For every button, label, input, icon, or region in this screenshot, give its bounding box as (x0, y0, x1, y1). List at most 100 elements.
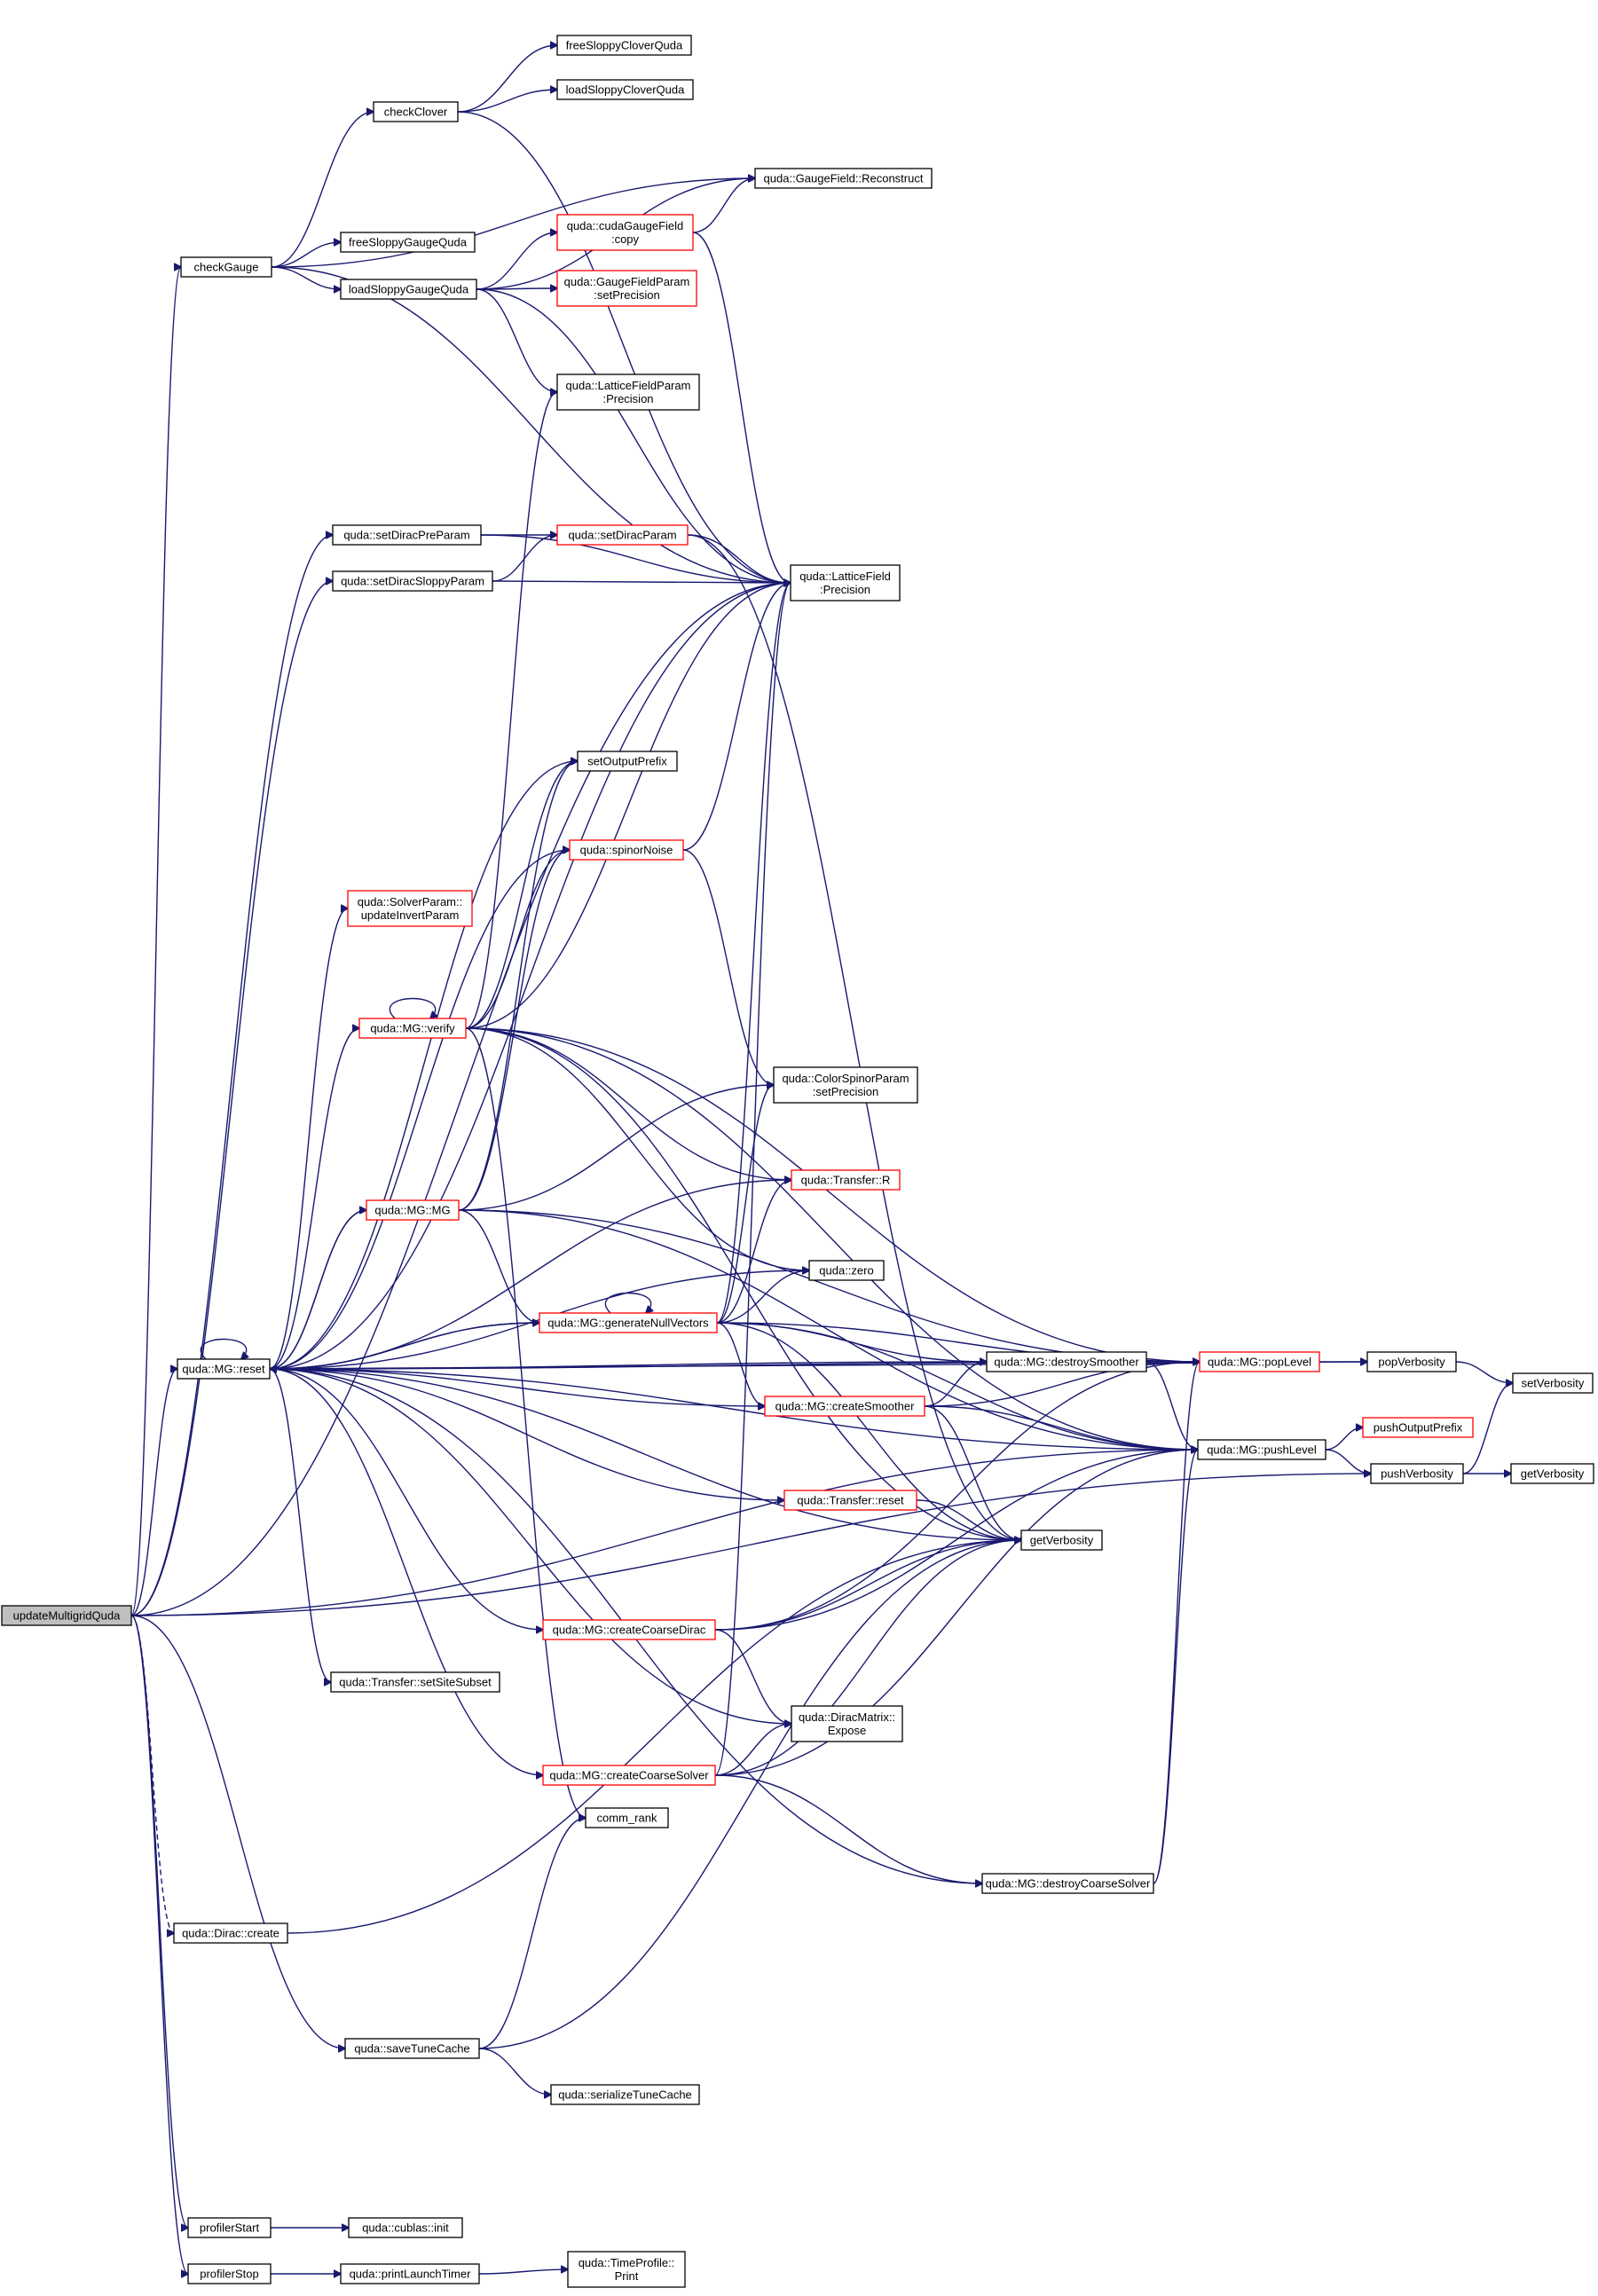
node-box[interactable] (808, 1260, 885, 1281)
node-profilerStart[interactable]: profilerStart (187, 2217, 272, 2238)
node-setDiracPreParam[interactable]: quda::setDiracPreParam (332, 524, 482, 546)
node-pushVerbosity[interactable]: pushVerbosity (1370, 1463, 1464, 1484)
node-box[interactable] (539, 1312, 718, 1333)
node-box[interactable] (1370, 1463, 1464, 1484)
node-box[interactable] (332, 570, 493, 592)
node-box[interactable] (773, 1066, 918, 1104)
node-box[interactable] (348, 2217, 463, 2238)
node-box[interactable] (556, 214, 694, 251)
node-loadSloppyCloverQuda[interactable]: loadSloppyCloverQuda (556, 79, 694, 100)
node-popVerbosity[interactable]: popVerbosity (1366, 1351, 1457, 1372)
node-commRank[interactable]: comm_rank (585, 1807, 669, 1828)
node-box[interactable] (790, 564, 901, 602)
node-MGMG[interactable]: quda::MG::MG (366, 1199, 460, 1221)
node-LatticeFieldParamPrecision[interactable]: quda::LatticeFieldParam:Precision (556, 373, 700, 411)
node-cublasInit[interactable]: quda::cublas::init (348, 2217, 463, 2238)
node-box[interactable] (550, 2084, 700, 2105)
node-generateNullVectors[interactable]: quda::MG::generateNullVectors (539, 1312, 718, 1333)
node-LatticeFieldPrecision[interactable]: quda::LatticeField:Precision (790, 564, 901, 602)
node-box[interactable] (340, 2263, 480, 2284)
node-GaugeFieldParamSetPrecision[interactable]: quda::GaugeFieldParam:setPrecision (556, 270, 697, 307)
node-box[interactable] (340, 232, 476, 253)
node-box[interactable] (177, 1358, 271, 1380)
node-box[interactable] (556, 373, 700, 411)
node-box[interactable] (791, 1705, 903, 1742)
node-saveTuneCache[interactable]: quda::saveTuneCache (344, 2038, 480, 2059)
node-getVerbosity2[interactable]: getVerbosity (1510, 1463, 1594, 1484)
node-printLaunchTimer[interactable]: quda::printLaunchTimer (340, 2263, 480, 2284)
node-box[interactable] (783, 1490, 917, 1511)
node-checkGauge[interactable]: checkGauge (180, 256, 272, 278)
node-DiracMatrixExpose[interactable]: quda::DiracMatrix::Expose (791, 1705, 903, 1742)
node-box[interactable] (567, 2251, 686, 2288)
node-box[interactable] (981, 1873, 1154, 1894)
node-MGreset[interactable]: quda::MG::reset (177, 1358, 271, 1380)
node-setDiracParam[interactable]: quda::setDiracParam (556, 524, 689, 546)
node-box[interactable] (556, 35, 692, 56)
node-box[interactable] (1366, 1351, 1457, 1372)
node-checkClover[interactable]: checkClover (373, 101, 459, 122)
node-box[interactable] (347, 890, 473, 927)
node-box[interactable] (986, 1351, 1147, 1372)
node-pushOutputPrefix[interactable]: pushOutputPrefix (1362, 1417, 1474, 1438)
node-box[interactable] (1, 1605, 132, 1626)
node-profilerStop[interactable]: profilerStop (187, 2263, 272, 2284)
node-box[interactable] (542, 1619, 716, 1640)
node-box[interactable] (173, 1923, 288, 1944)
node-getVerbosity[interactable]: getVerbosity (1020, 1529, 1103, 1551)
node-GaugeFieldReconstruct[interactable]: quda::GaugeField::Reconstruct (754, 168, 933, 189)
node-TransferReset[interactable]: quda::Transfer::reset (783, 1490, 917, 1511)
node-box[interactable] (791, 1169, 901, 1191)
node-DiracCreate[interactable]: quda::Dirac::create (173, 1923, 288, 1944)
node-box[interactable] (764, 1396, 925, 1417)
node-box[interactable] (754, 168, 933, 189)
node-box[interactable] (332, 524, 482, 546)
node-freeSloppyGaugeQuda[interactable]: freeSloppyGaugeQuda (340, 232, 476, 253)
node-box[interactable] (330, 1671, 500, 1693)
node-box[interactable] (556, 79, 694, 100)
node-loadSloppyGaugeQuda[interactable]: loadSloppyGaugeQuda (340, 279, 477, 300)
node-setSiteSubset[interactable]: quda::Transfer::setSiteSubset (330, 1671, 500, 1693)
node-setOutputPrefix[interactable]: setOutputPrefix (577, 751, 678, 772)
node-box[interactable] (344, 2038, 480, 2059)
node-setVerbosity[interactable]: setVerbosity (1512, 1372, 1594, 1394)
node-MGverify[interactable]: quda::MG::verify (358, 1018, 467, 1039)
node-box[interactable] (1510, 1463, 1594, 1484)
node-updateMultigridQuda[interactable]: updateMultigridQuda (1, 1605, 132, 1626)
node-box[interactable] (556, 524, 689, 546)
node-popLevel[interactable]: quda::MG::popLevel (1199, 1351, 1320, 1372)
node-box[interactable] (585, 1807, 669, 1828)
node-destroySmoother[interactable]: quda::MG::destroySmoother (986, 1351, 1147, 1372)
node-box[interactable] (1362, 1417, 1474, 1438)
node-box[interactable] (1199, 1351, 1320, 1372)
node-box[interactable] (187, 2217, 272, 2238)
node-box[interactable] (556, 270, 697, 307)
node-box[interactable] (542, 1765, 716, 1786)
node-TimeProfilePrint[interactable]: quda::TimeProfile::Print (567, 2251, 686, 2288)
node-box[interactable] (373, 101, 459, 122)
node-TransferR[interactable]: quda::Transfer::R (791, 1169, 901, 1191)
node-box[interactable] (1512, 1372, 1594, 1394)
node-createSmoother[interactable]: quda::MG::createSmoother (764, 1396, 925, 1417)
node-box[interactable] (1020, 1529, 1103, 1551)
node-box[interactable] (1197, 1439, 1326, 1460)
node-freeSloppyCloverQuda[interactable]: freeSloppyCloverQuda (556, 35, 692, 56)
node-spinorNoise[interactable]: quda::spinorNoise (569, 839, 684, 861)
node-box[interactable] (187, 2263, 272, 2284)
node-box[interactable] (340, 279, 477, 300)
node-ColorSpinorParamSetPrecision[interactable]: quda::ColorSpinorParam:setPrecision (773, 1066, 918, 1104)
node-box[interactable] (180, 256, 272, 278)
node-destroyCoarseSolver[interactable]: quda::MG::destroyCoarseSolver (981, 1873, 1154, 1894)
node-createCoarseDirac[interactable]: quda::MG::createCoarseDirac (542, 1619, 716, 1640)
node-updateInvertParam[interactable]: quda::SolverParam::updateInvertParam (347, 890, 473, 927)
node-createCoarseSolver[interactable]: quda::MG::createCoarseSolver (542, 1765, 716, 1786)
node-box[interactable] (577, 751, 678, 772)
node-zero[interactable]: quda::zero (808, 1260, 885, 1281)
node-box[interactable] (366, 1199, 460, 1221)
node-cudaGaugeFieldCopy[interactable]: quda::cudaGaugeField:copy (556, 214, 694, 251)
node-box[interactable] (358, 1018, 467, 1039)
node-setDiracSloppyParam[interactable]: quda::setDiracSloppyParam (332, 570, 493, 592)
node-box[interactable] (569, 839, 684, 861)
node-pushLevel[interactable]: quda::MG::pushLevel (1197, 1439, 1326, 1460)
node-serializeTuneCache[interactable]: quda::serializeTuneCache (550, 2084, 700, 2105)
